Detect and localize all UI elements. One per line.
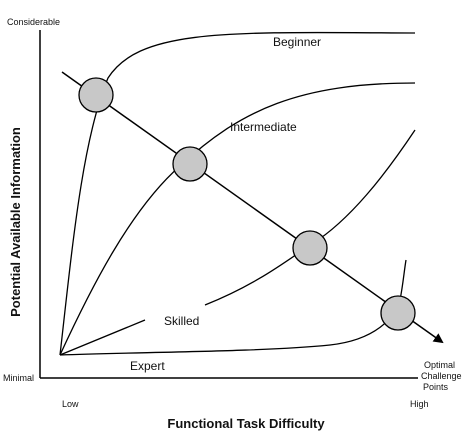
x-axis-low-label: Low [62,399,79,409]
optimal-point-expert [380,295,416,331]
optimal-label-line1: Optimal [424,360,455,370]
optimal-point-skilled [292,230,328,266]
optimal-challenge-arrow [61,71,444,344]
beginner-label: Beginner [273,35,321,49]
skilled-label: Skilled [164,314,199,328]
x-axis-high-label: High [410,399,429,409]
optimal-label-line2: Challenge [421,371,462,381]
skilled-curve-upper [204,129,416,306]
skilled-curve-lower [59,319,146,356]
expert-curve [59,259,407,356]
beginner-curve [59,31,416,356]
optimal-point-beginner [78,77,114,113]
y-axis-bottom-label: Minimal [3,373,34,383]
optimal-label-line3: Points [423,382,449,392]
x-axis-title: Functional Task Difficulty [167,416,325,431]
y-axis-title: Potential Available Information [8,127,23,317]
y-axis-top-label: Considerable [7,17,60,27]
intermediate-label: Intermediate [230,120,297,134]
expert-label: Expert [130,359,165,373]
optimal-point-intermediate [172,146,208,182]
